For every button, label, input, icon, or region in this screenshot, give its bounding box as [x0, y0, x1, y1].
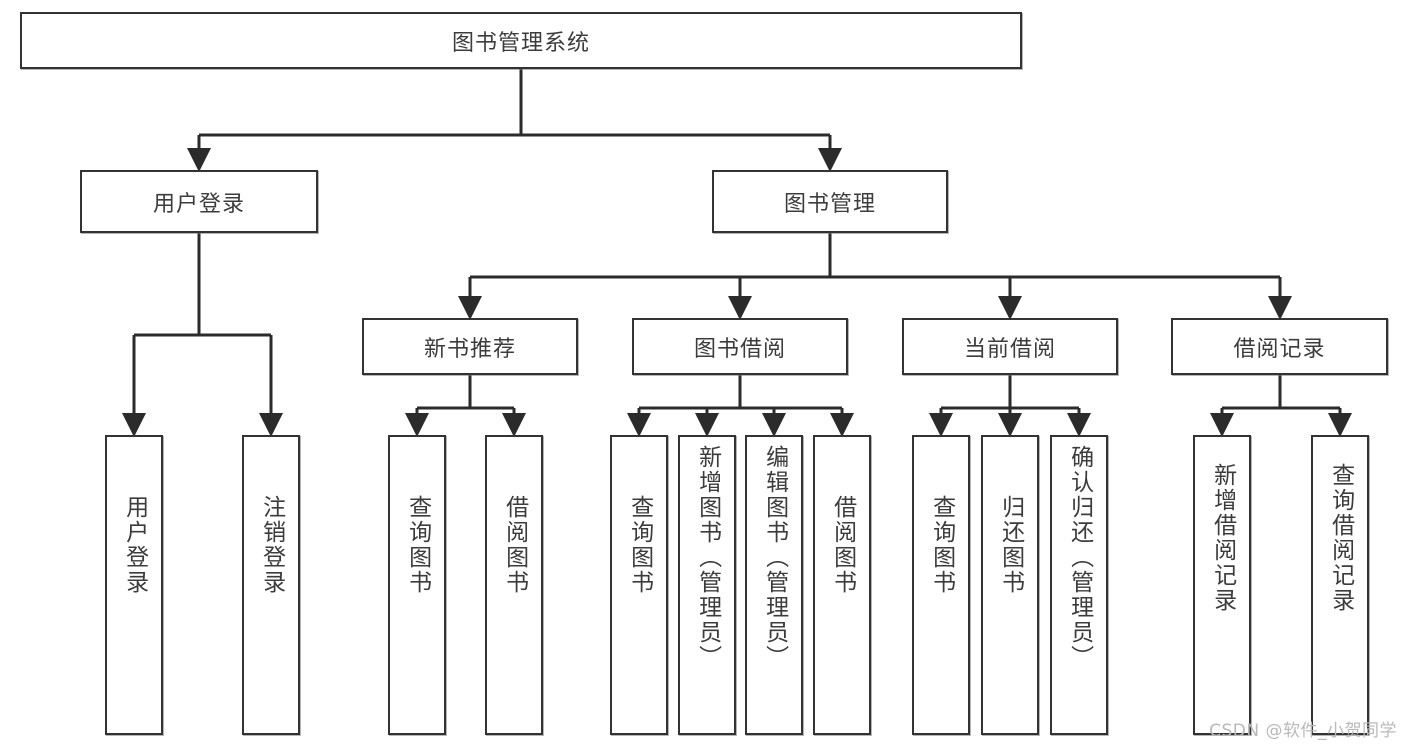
node-leaf-add-record-label: 新增借阅记录	[1209, 463, 1236, 613]
node-leaf-borrow-book-1-label: 借阅图书	[501, 495, 528, 595]
node-leaf-add-book[interactable]: 新增图书（管理员）	[678, 435, 736, 735]
node-current-borrow[interactable]: 当前借阅	[902, 318, 1118, 375]
node-new-book-recommend[interactable]: 新书推荐	[362, 318, 578, 375]
node-leaf-edit-book-label: 编辑图书（管理员）	[761, 445, 788, 670]
node-leaf-query-book-3-label: 查询图书	[928, 495, 955, 595]
node-current-borrow-label: 当前借阅	[963, 336, 1056, 362]
node-leaf-return-book[interactable]: 归还图书	[981, 435, 1039, 735]
node-book-borrow[interactable]: 图书借阅	[632, 318, 848, 375]
node-leaf-query-book-1-label: 查询图书	[404, 495, 431, 595]
node-leaf-borrow-book-2[interactable]: 借阅图书	[813, 435, 871, 735]
node-book-management[interactable]: 图书管理	[712, 170, 948, 233]
node-leaf-confirm-return-label: 确认归还（管理员）	[1066, 445, 1093, 670]
node-root-system[interactable]: 图书管理系统	[20, 12, 1022, 69]
node-borrow-record-label: 借阅记录	[1233, 336, 1326, 362]
node-book-borrow-label: 图书借阅	[693, 336, 786, 362]
node-leaf-edit-book[interactable]: 编辑图书（管理员）	[745, 435, 803, 735]
node-root-system-label: 图书管理系统	[451, 30, 590, 56]
node-leaf-query-book-2-label: 查询图书	[626, 495, 653, 595]
node-leaf-borrow-book-1[interactable]: 借阅图书	[485, 435, 543, 735]
node-new-book-recommend-label: 新书推荐	[423, 336, 516, 362]
node-leaf-borrow-book-2-label: 借阅图书	[829, 495, 856, 595]
node-leaf-user-login[interactable]: 用户登录	[105, 435, 163, 735]
node-leaf-add-book-label: 新增图书（管理员）	[694, 445, 721, 670]
csdn-watermark: CSDN @软件_小贺同学	[1209, 721, 1397, 741]
node-leaf-user-login-label: 用户登录	[121, 495, 148, 595]
node-leaf-query-record[interactable]: 查询借阅记录	[1311, 435, 1369, 735]
node-user-login[interactable]: 用户登录	[80, 170, 318, 233]
node-user-login-label: 用户登录	[152, 191, 245, 217]
node-leaf-add-record[interactable]: 新增借阅记录	[1193, 435, 1251, 735]
node-leaf-return-book-label: 归还图书	[997, 495, 1024, 595]
node-leaf-user-logout[interactable]: 注销登录	[242, 435, 300, 735]
node-leaf-query-book-3[interactable]: 查询图书	[912, 435, 970, 735]
node-leaf-confirm-return[interactable]: 确认归还（管理员）	[1050, 435, 1108, 735]
node-leaf-query-book-2[interactable]: 查询图书	[610, 435, 668, 735]
node-leaf-query-book-1[interactable]: 查询图书	[388, 435, 446, 735]
node-book-management-label: 图书管理	[783, 191, 876, 217]
node-borrow-record[interactable]: 借阅记录	[1171, 318, 1388, 375]
node-leaf-user-logout-label: 注销登录	[258, 495, 285, 595]
node-leaf-query-record-label: 查询借阅记录	[1327, 463, 1354, 613]
